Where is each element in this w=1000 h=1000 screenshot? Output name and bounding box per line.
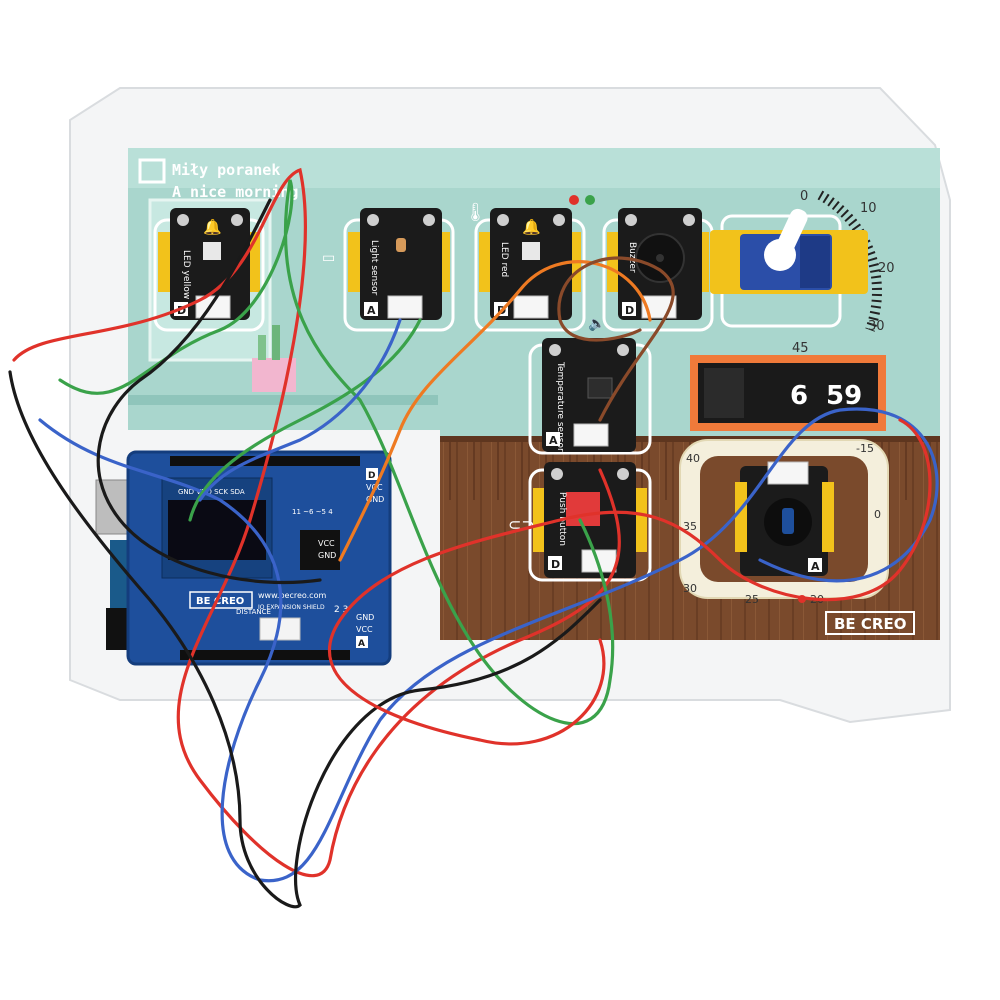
dial-tick: 45 <box>792 341 809 356</box>
dial-tick: 20 <box>878 261 895 276</box>
clock-display: 6 59 <box>690 355 886 431</box>
shield-port-d: D <box>368 471 375 481</box>
wire-black <box>8 370 602 909</box>
module-temperature-sensor: Temperature sensor A <box>528 338 652 455</box>
thermo-tick: 0 <box>874 508 881 521</box>
wire-blue-2 <box>198 318 402 502</box>
greeting-line-2: A nice morning <box>172 183 298 201</box>
red-button-cap <box>566 492 600 526</box>
board-brand: BE CREO <box>834 615 906 633</box>
dial-tick: 10 <box>860 201 877 216</box>
plant-leaf-2 <box>272 325 280 360</box>
thermo-tick: 35 <box>683 520 697 533</box>
wire-blue <box>38 407 939 883</box>
wire-green-2 <box>188 318 422 522</box>
shield-brand: BE CREO <box>196 596 244 607</box>
port-letter: D <box>177 304 186 317</box>
module-label: LED yellow <box>181 250 191 299</box>
port-letter: D <box>551 558 560 571</box>
pin-label: VCC <box>356 625 373 634</box>
oled-pin-labels: GND VDD SCK SDA <box>178 488 245 496</box>
shield-url: www.becreo.com <box>258 591 326 600</box>
greeting-line-1: Miły poranek <box>172 161 280 179</box>
wire-harness <box>8 167 939 909</box>
wire-black-2 <box>96 198 322 585</box>
speaker-icon: 🔈 <box>588 316 605 332</box>
dial-tick: 0 <box>800 189 808 204</box>
shield-header-numbers: 11 ~6 ~5 4 <box>292 508 333 516</box>
connector <box>387 295 423 319</box>
io-expansion-shield: GND VDD SCK SDA www.becreo.com IO EXPANS… <box>126 450 392 666</box>
plant-leaf <box>258 335 266 360</box>
module-label: Temperature sensor <box>555 361 565 452</box>
wire-orange <box>338 260 652 562</box>
status-dot-green <box>585 195 595 205</box>
board-logo-icon <box>138 158 166 184</box>
shield-title: IO EXPANSION SHIELD <box>258 604 325 611</box>
module-label: LED red <box>499 242 509 277</box>
port-letter: A <box>811 560 820 573</box>
clock-hours: 6 <box>790 381 808 411</box>
shield-distance-label: DISTANCE <box>236 608 271 616</box>
servo-horn <box>773 208 808 262</box>
connector <box>513 295 549 319</box>
thermo-tick: 30 <box>683 582 697 595</box>
thermometer-icon: 🌡 <box>464 202 487 223</box>
wire-brown <box>557 256 675 422</box>
shield-port-a: A <box>358 639 365 649</box>
servo-dial: 0 10 20 30 45 <box>710 189 895 356</box>
module-label: Buzzer <box>627 242 637 273</box>
port-letter: A <box>367 304 376 317</box>
module-light-sensor: Light sensor A ▭ <box>322 208 455 332</box>
port-letter: A <box>549 434 558 447</box>
pin-label: GND <box>366 495 384 504</box>
module-led-red: 🔔 LED red D <box>474 208 586 332</box>
thermo-tick: 25 <box>745 593 759 606</box>
wire-green <box>58 179 615 725</box>
module-led-yellow: 🔔 LED yellow D <box>153 208 265 332</box>
oled-screen <box>168 500 266 560</box>
thermo-tick: -15 <box>856 442 874 455</box>
dial-tick: 30 <box>868 319 885 334</box>
board-top-strip <box>128 148 940 188</box>
pin-label: GND <box>356 613 374 622</box>
connector <box>573 423 609 447</box>
wood-edge <box>440 436 940 442</box>
port-letter: D <box>625 304 634 317</box>
bell-icon: 🔔 <box>522 218 541 236</box>
sensor-chip <box>587 377 613 399</box>
wire-red-2 <box>327 418 932 746</box>
pin-label: GND <box>318 551 336 560</box>
thermostat: 40 -15 0 35 30 25 20 A <box>679 439 889 606</box>
battery-icon: ▭ <box>322 250 335 266</box>
bell-icon: 🔔 <box>203 218 222 236</box>
status-dot-red <box>569 195 579 205</box>
module-label: Light sensor <box>369 240 379 295</box>
shield-aux-numbers: 2 3 <box>334 605 348 615</box>
clock-minutes: 59 <box>826 381 862 411</box>
thermo-tick: 40 <box>686 452 700 465</box>
pin-label: VCC <box>318 539 335 548</box>
